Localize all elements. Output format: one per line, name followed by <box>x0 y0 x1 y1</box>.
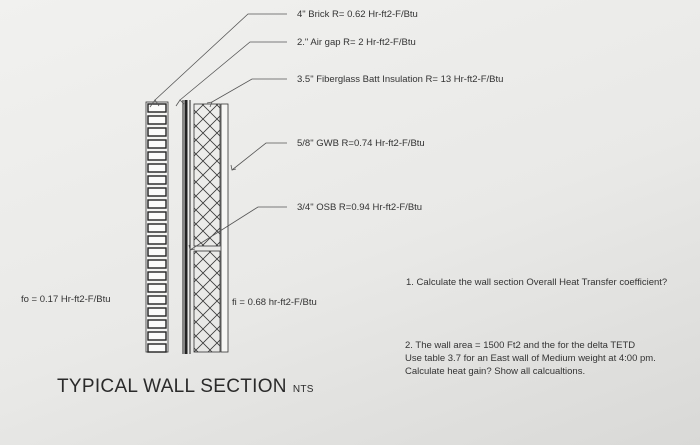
brick-unit <box>147 199 167 209</box>
brick-unit <box>147 175 167 185</box>
question-2-line-1: 2. The wall area = 1500 Ft2 and the for … <box>405 340 636 351</box>
brick-unit <box>147 139 167 149</box>
question-2-line-2: Use table 3.7 for an East wall of Medium… <box>405 353 656 364</box>
brick-unit <box>147 331 167 341</box>
brick-unit <box>147 151 167 161</box>
gwb-callout: 5/8" GWB R=0.74 Hr-ft2-F/Btu <box>297 138 425 149</box>
drawing-title: TYPICAL WALL SECTION NTS <box>57 376 314 398</box>
brick-unit <box>147 319 167 329</box>
brick-unit <box>147 211 167 221</box>
airgap-callout: 2." Air gap R= 2 Hr-ft2-F/Btu <box>297 37 416 48</box>
brick-unit <box>147 187 167 197</box>
brick-unit <box>147 247 167 257</box>
outside-film-label: fo = 0.17 Hr-ft2-F/Btu <box>21 294 111 305</box>
brick-unit <box>147 235 167 245</box>
question-2-line-3: Calculate heat gain? Show all calcualtio… <box>405 366 586 377</box>
leader-lines <box>149 13 287 251</box>
brick-callout: 4" Brick R= 0.62 Hr-ft2-F/Btu <box>297 9 418 20</box>
brick-unit <box>147 163 167 173</box>
batt-insulation <box>193 103 221 353</box>
inside-film-label: fi = 0.68 hr-ft2-F/Btu <box>232 297 317 308</box>
drawing-title-text: TYPICAL WALL SECTION <box>57 376 287 397</box>
brick-unit <box>147 223 167 233</box>
brick-unit <box>147 307 167 317</box>
brick-unit <box>147 259 167 269</box>
question-1: 1. Calculate the wall section Overall He… <box>406 277 668 288</box>
brick-veneer <box>145 101 169 353</box>
brick-unit <box>147 115 167 125</box>
brick-unit <box>147 283 167 293</box>
brick-unit <box>147 295 167 305</box>
insulation-callout: 3.5" Fiberglass Batt Insulation R= 13 Hr… <box>297 74 504 85</box>
sheathing-lines <box>182 100 191 354</box>
question-2: 2. The wall area = 1500 Ft2 and the for … <box>405 339 656 378</box>
osb-callout: 3/4" OSB R=0.94 Hr-ft2-F/Btu <box>297 202 423 213</box>
nts-label: NTS <box>292 384 314 395</box>
brick-unit <box>147 271 167 281</box>
brick-unit <box>147 127 167 137</box>
brick-unit <box>147 343 167 353</box>
brick-unit <box>147 103 167 113</box>
